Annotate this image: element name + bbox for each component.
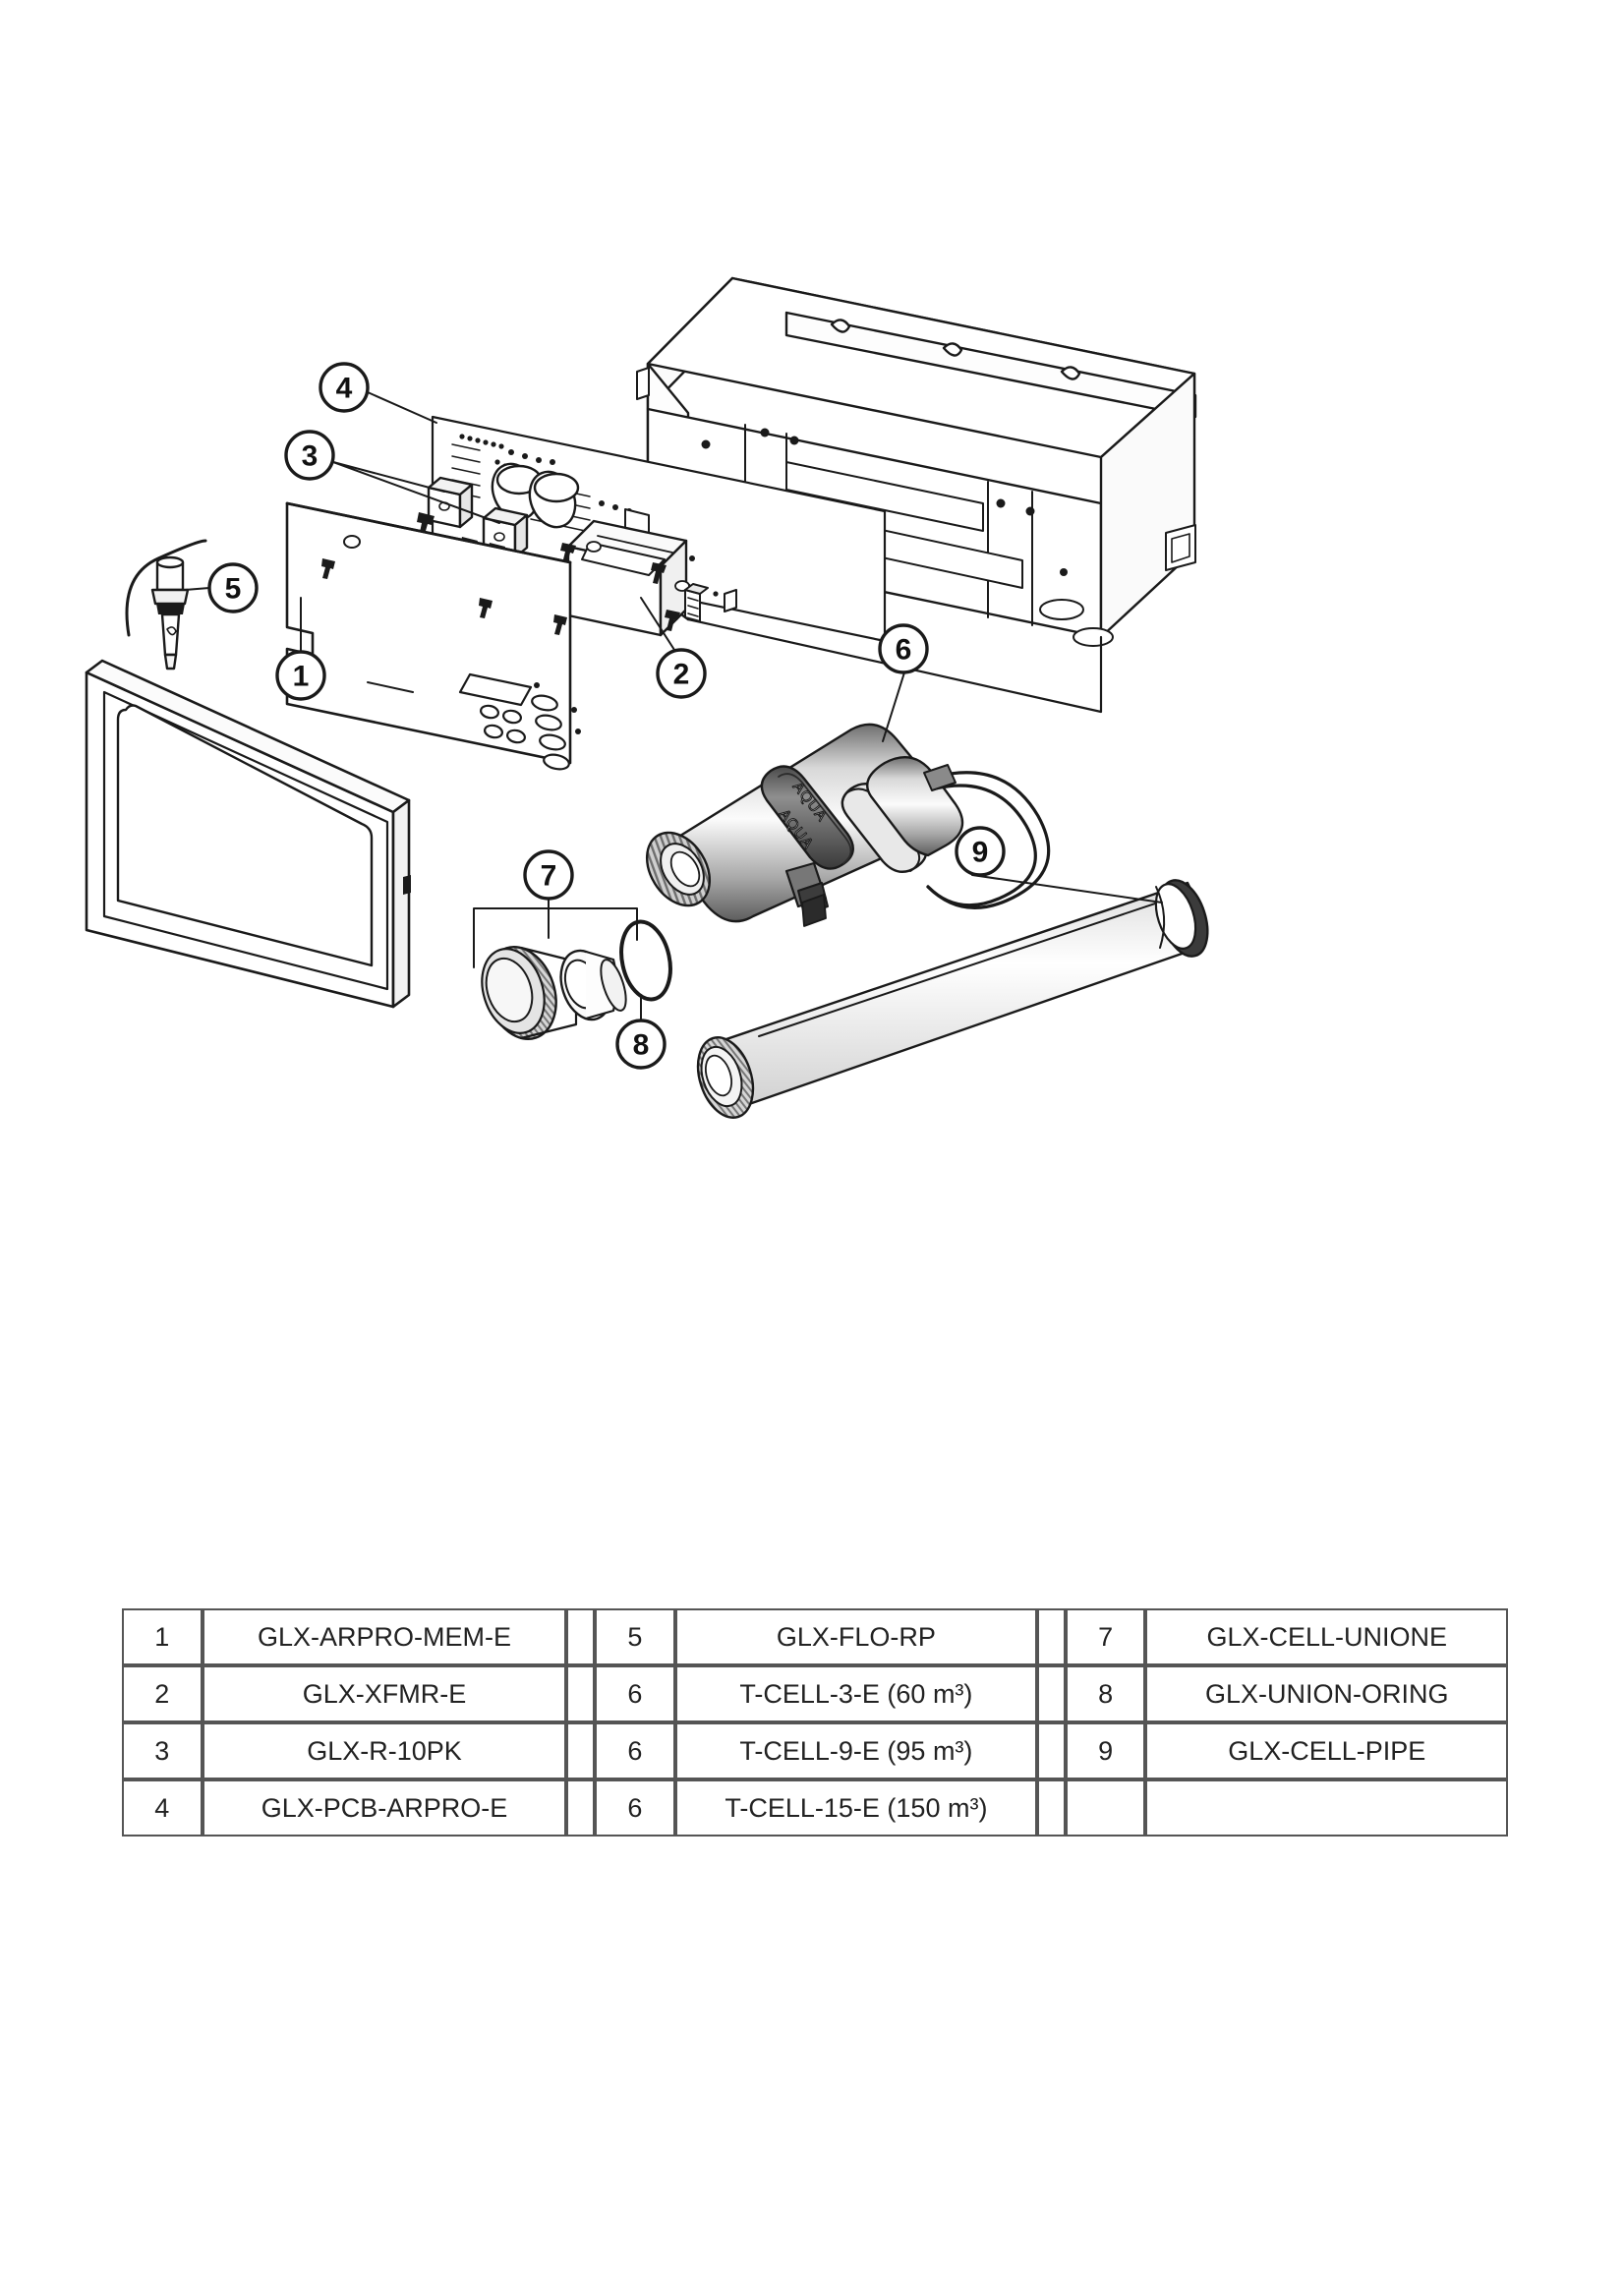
column-divider xyxy=(1037,1665,1066,1722)
callout-8-label: 8 xyxy=(633,1029,650,1062)
table-row: 1 GLX-ARPRO-MEM-E 5 GLX-FLO-RP 7 GLX-CEL… xyxy=(122,1608,1508,1665)
cell-union-nut xyxy=(481,945,578,1041)
main-pcb xyxy=(417,415,887,643)
callout-2-label: 2 xyxy=(673,659,690,691)
callout-3: 3 xyxy=(284,430,335,481)
table-row: 4 GLX-PCB-ARPRO-E 6 T-CELL-15-E (150 m³) xyxy=(122,1779,1508,1837)
callout-7: 7 xyxy=(523,849,574,901)
part-number: 9 xyxy=(1065,1722,1146,1779)
column-divider xyxy=(566,1665,596,1722)
t-cell: AQUA AQUA xyxy=(645,723,1051,927)
callout-8: 8 xyxy=(615,1019,667,1070)
table-row: 2 GLX-XFMR-E 6 T-CELL-3-E (60 m³) 8 GLX-… xyxy=(122,1665,1508,1722)
part-number xyxy=(1065,1779,1146,1837)
callout-1-label: 1 xyxy=(293,661,310,693)
callout-3-label: 3 xyxy=(302,440,319,473)
part-number: 3 xyxy=(122,1722,203,1779)
callout-6-label: 6 xyxy=(896,634,912,667)
part-code: GLX-R-10PK xyxy=(202,1722,567,1779)
part-number: 6 xyxy=(595,1722,675,1779)
part-code: T-CELL-9-E (95 m³) xyxy=(674,1722,1038,1779)
transformer xyxy=(560,519,690,637)
parts-table-container: 1 GLX-ARPRO-MEM-E 5 GLX-FLO-RP 7 GLX-CEL… xyxy=(122,1608,1508,1837)
relay-block xyxy=(427,476,474,529)
callout-6: 6 xyxy=(878,623,929,674)
column-divider xyxy=(1037,1779,1066,1837)
leader-lines xyxy=(184,391,1163,1021)
cell-union-collar xyxy=(559,949,627,1021)
callout-5: 5 xyxy=(207,562,259,613)
callout-9: 9 xyxy=(955,826,1006,877)
relay-block xyxy=(482,506,529,559)
part-number: 8 xyxy=(1065,1665,1146,1722)
part-number: 1 xyxy=(122,1608,203,1665)
cell-pipe xyxy=(696,879,1209,1119)
callout-group: 1 2 3 4 5 6 7 xyxy=(207,362,1006,1070)
column-divider xyxy=(566,1608,596,1665)
exploded-view-illustration: AQUA AQUA xyxy=(85,276,1209,1119)
part-number: 5 xyxy=(595,1608,675,1665)
part-number: 4 xyxy=(122,1779,203,1837)
part-code: GLX-PCB-ARPRO-E xyxy=(202,1779,567,1837)
part-code: T-CELL-15-E (150 m³) xyxy=(674,1779,1038,1837)
callout-4-label: 4 xyxy=(336,373,353,405)
column-divider xyxy=(566,1722,596,1779)
part-code: GLX-CELL-UNIONE xyxy=(1145,1608,1508,1665)
part-number: 6 xyxy=(595,1665,675,1722)
flow-switch xyxy=(125,539,207,671)
table-row: 3 GLX-R-10PK 6 T-CELL-9-E (95 m³) 9 GLX-… xyxy=(122,1722,1508,1779)
part-number: 6 xyxy=(595,1779,675,1837)
column-divider xyxy=(1037,1608,1066,1665)
chassis-hardware xyxy=(684,583,737,622)
part-code xyxy=(1145,1779,1508,1837)
part-number: 7 xyxy=(1065,1608,1146,1665)
part-code: T-CELL-3-E (60 m³) xyxy=(674,1665,1038,1722)
callout-1: 1 xyxy=(275,650,326,701)
column-divider xyxy=(566,1779,596,1837)
part-code: GLX-FLO-RP xyxy=(674,1608,1038,1665)
part-number: 2 xyxy=(122,1665,203,1722)
callout-4: 4 xyxy=(319,362,370,413)
front-bezel xyxy=(85,659,411,1009)
column-divider xyxy=(1037,1722,1066,1779)
part-code: GLX-ARPRO-MEM-E xyxy=(202,1608,567,1665)
part-code: GLX-UNION-ORING xyxy=(1145,1665,1508,1722)
part-code: GLX-CELL-PIPE xyxy=(1145,1722,1508,1779)
callout-9-label: 9 xyxy=(972,837,989,869)
part-code: GLX-XFMR-E xyxy=(202,1665,567,1722)
membrane-keypad-panel xyxy=(285,501,581,771)
callout-5-label: 5 xyxy=(225,573,242,606)
callout-2: 2 xyxy=(656,648,707,699)
parts-table: 1 GLX-ARPRO-MEM-E 5 GLX-FLO-RP 7 GLX-CEL… xyxy=(122,1608,1508,1837)
callout-7-label: 7 xyxy=(541,860,557,893)
